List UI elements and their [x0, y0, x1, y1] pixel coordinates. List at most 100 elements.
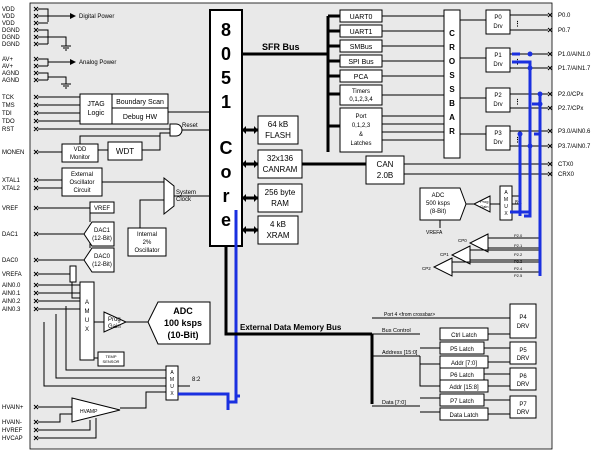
p2-tap-3: P2.3	[514, 259, 523, 264]
bus-control-label: Bus Control	[382, 328, 411, 334]
dac-section: VREF VREF DAC1 DAC1 (12-Bit) DAC0 DAC0 (…	[2, 201, 115, 273]
p4-drv-label-2: DRV	[517, 324, 530, 330]
amux-small-letter-a: A	[504, 190, 508, 196]
pin-agnd-1: AGND	[2, 71, 20, 77]
port-latches-label-3: &	[359, 132, 363, 138]
amux-letter-a: A	[85, 300, 89, 306]
pin-p1-0: P1.0/AIN1.0	[558, 52, 591, 58]
adc-section: VREFA AIN0.0 AIN0.1 AIN0.2 AIN0.3 A M U …	[2, 265, 211, 409]
int-osc-label-2: 2%	[143, 240, 152, 246]
crossbar-char-1: C	[449, 29, 455, 38]
int-osc-label-3: Oscillator	[134, 248, 159, 254]
pin-dgnd-1: DGND	[2, 28, 20, 34]
core-char-8: 8	[221, 20, 231, 40]
xram-label-1: 4 kB	[270, 220, 286, 229]
jtag-logic-label: Logic	[88, 110, 105, 117]
p0-driver-block	[485, 9, 511, 35]
core-char-0: 0	[221, 44, 231, 64]
pin-dac1: DAC1	[2, 232, 19, 238]
pin-dac0: DAC0	[2, 258, 19, 264]
p1-drv-label-2: Drv	[493, 62, 502, 68]
p7-drv-label-1: P7	[519, 402, 527, 408]
pin-p3-7: P3.7/AIN0.7	[558, 144, 591, 150]
prog-gain-label-2: Gain	[108, 324, 121, 330]
uart1-label: UART1	[350, 29, 373, 36]
xram-label-2: XRAM	[266, 231, 289, 240]
system-clock-label-2: Clock	[176, 197, 192, 203]
amux-block	[79, 281, 95, 361]
reset-or-gate	[169, 123, 183, 137]
pin-ain0-0: AIN0.0	[2, 283, 21, 289]
port-latches-label-4: Latches	[350, 141, 371, 147]
ext-osc-label-3: Circuit	[73, 188, 90, 194]
ram-block	[257, 183, 303, 213]
wdt-block	[107, 141, 143, 161]
pin-vrefa: VREFA	[2, 272, 22, 278]
core-char-1: 1	[221, 92, 231, 112]
addr-15-8-label: Addr [15:8]	[449, 385, 479, 391]
port4-label: Port 4 <from crossbar>	[384, 312, 435, 318]
hvamp-section: HVAIN+ HVAIN- HVREF HVCAP HVAMP	[2, 397, 121, 442]
pin-p1-7: P1.7/AIN1.7	[558, 66, 591, 72]
pin-hvcap: HVCAP	[2, 436, 23, 442]
pin-p2-0: P2.0/CPx	[558, 92, 583, 98]
pin-tms: TMS	[2, 103, 15, 109]
dac1-block	[83, 221, 115, 247]
cp1-label: CP1	[440, 252, 449, 257]
ext-osc-label-2: Oscillator	[69, 180, 94, 186]
pin-hvain-plus: HVAIN+	[2, 405, 24, 411]
port-latches-label-2: 0,1,2,3	[352, 123, 371, 129]
ram-label-1: 256 byte	[265, 188, 296, 197]
p3-driver-block	[485, 125, 511, 151]
clock-mux	[163, 176, 175, 216]
p7-drv-label-2: DRV	[517, 410, 530, 416]
hvamp-label: HVAMP	[80, 409, 98, 415]
timers-label-1: Timers	[352, 89, 370, 95]
pin-tck: TCK	[2, 95, 14, 101]
pin-av-2: AV+	[2, 64, 14, 70]
adc-main-block	[147, 301, 211, 345]
p2-tap-1: P2.1	[514, 243, 523, 248]
crossbar-char-7: A	[449, 113, 455, 122]
dac0-block	[83, 247, 115, 273]
comparator-cp1	[450, 245, 471, 265]
canram-block	[257, 149, 303, 179]
boundary-scan-label: Boundary Scan	[116, 99, 164, 106]
comparator-cp0	[468, 233, 489, 253]
debug-hw-block	[111, 107, 169, 125]
debug-hw-label: Debug HW	[123, 114, 158, 121]
digital-power-label: Digital Power	[79, 14, 114, 20]
amux2-ratio-label: 8:2	[192, 377, 201, 383]
crossbar-block	[443, 9, 461, 159]
pin-xtal2: XTAL2	[2, 186, 21, 192]
pin-tdi: TDI	[2, 111, 12, 117]
ctrl-latch-label: Ctrl Latch	[451, 333, 477, 339]
canram-label-2: CANRAM	[263, 165, 298, 174]
memory-section: 64 kB FLASH 32x136 CANRAM 256 byte RAM 4…	[242, 115, 303, 245]
dac0-label-1: DAC0	[94, 254, 111, 260]
prog-gain-small-amp	[472, 195, 491, 213]
p3-drv-label-1: P3	[494, 131, 502, 137]
adc-main-label-2: 100 ksps	[164, 318, 202, 328]
flash-label-1: 64 kB	[268, 120, 288, 129]
p2-driver-block	[485, 87, 511, 113]
amux2-letter-u: U	[170, 384, 174, 390]
p2-drv-label-1: P2	[494, 93, 502, 99]
vdd-monitor-label-2: Monitor	[70, 155, 90, 161]
p2-tap-4: P2.4	[514, 266, 523, 271]
pin-dgnd-3: DGND	[2, 42, 20, 48]
dac1-label-2: (12-Bit)	[92, 236, 112, 242]
smbus-label: SMBus	[350, 44, 373, 51]
amux-small-letter-u: U	[504, 204, 508, 210]
sfr-bus-label: SFR Bus	[262, 42, 300, 52]
core-char-e: e	[221, 210, 231, 230]
pin-ain0-1: AIN0.1	[2, 291, 21, 297]
adc-small-label-3: (8-Bit)	[430, 209, 446, 215]
flash-block	[257, 115, 299, 145]
p0-drv-label-2: Drv	[493, 24, 502, 30]
svg-text:⋮: ⋮	[514, 20, 521, 28]
pin-hvain-minus: HVAIN-	[2, 420, 22, 426]
prog-gain-small-label-2: Gain	[480, 204, 488, 209]
vref-block	[89, 201, 115, 214]
